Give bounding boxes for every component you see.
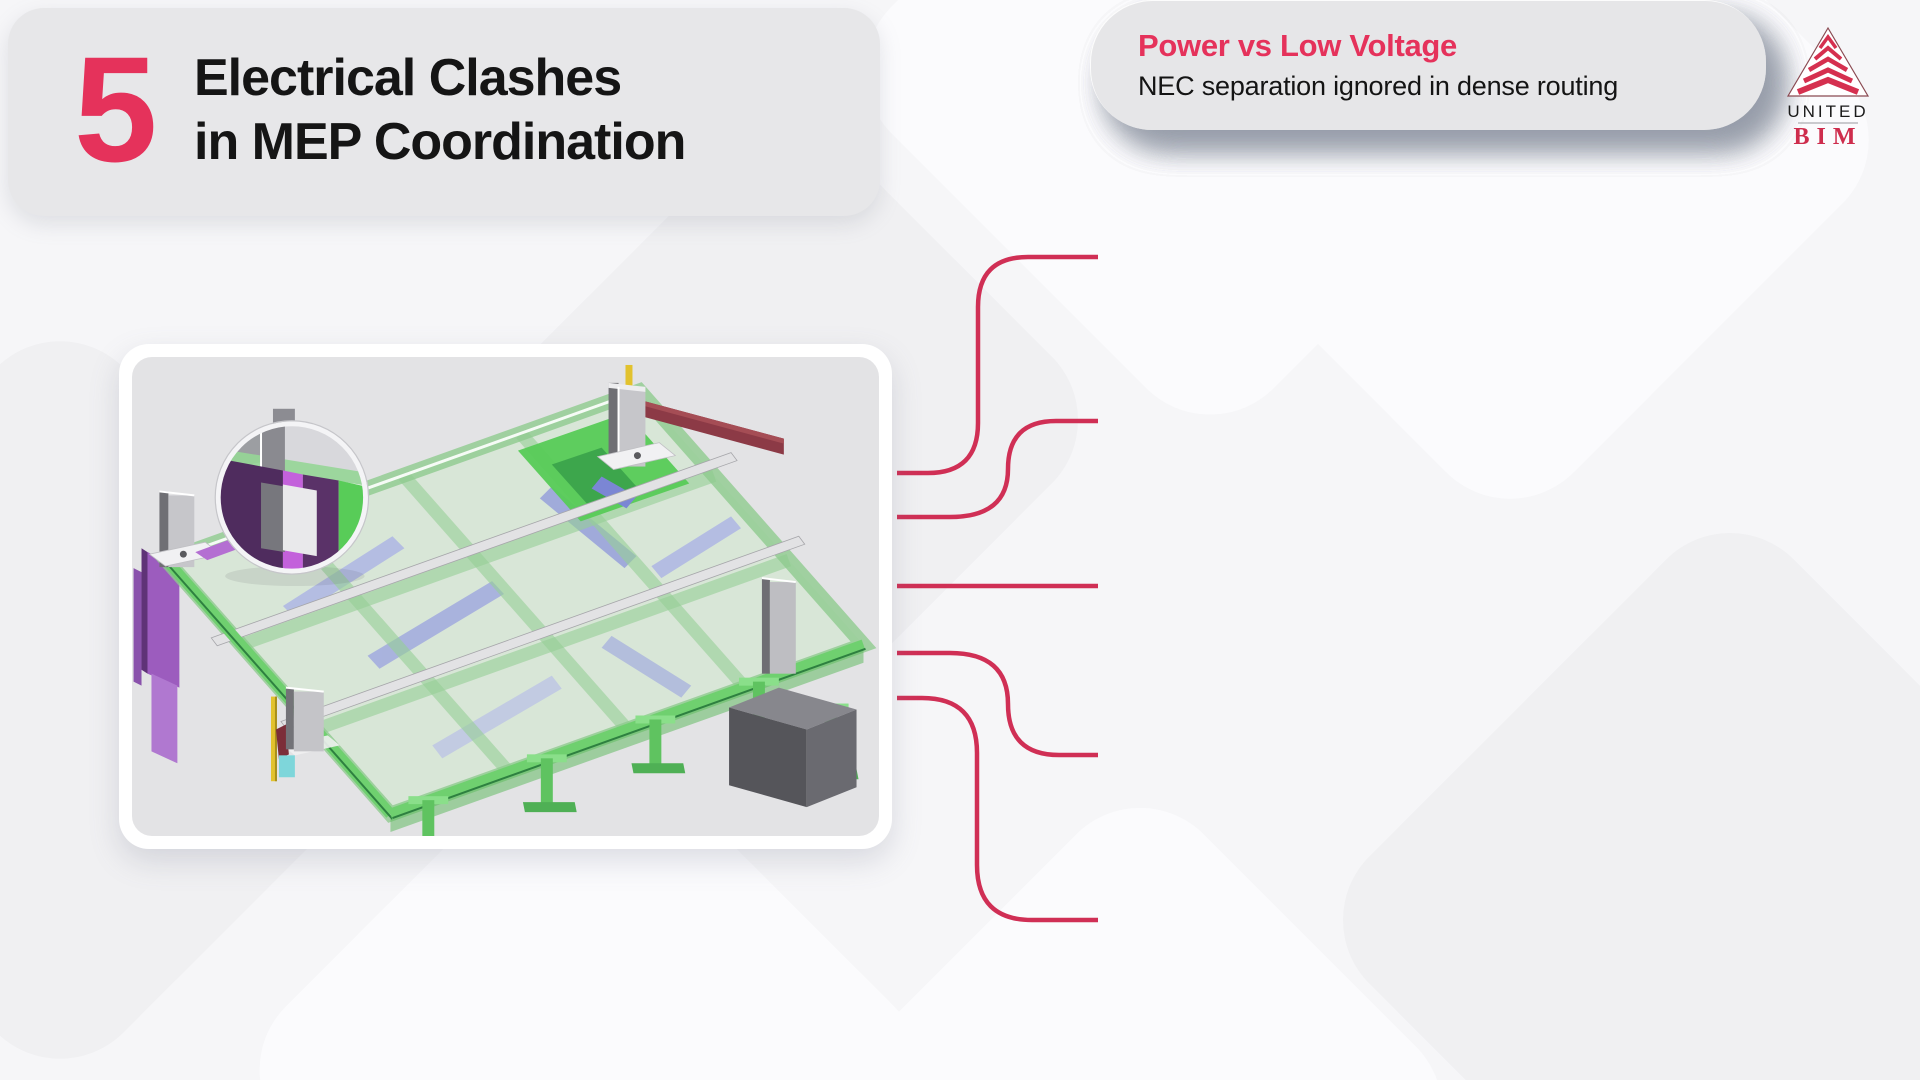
svg-text:UNITED: UNITED [1787, 102, 1868, 121]
connector-line-4 [897, 650, 1098, 758]
background-diamond [1305, 495, 1920, 1080]
model-image [132, 357, 879, 836]
page-title-line2: in MEP Coordination [194, 113, 686, 172]
pyramid-logo-icon: UNITED BIM [1786, 26, 1870, 150]
united-bim-logo: UNITED BIM [1778, 22, 1878, 152]
card-description: NEC separation ignored in dense routing [1138, 71, 1619, 101]
model-image-panel [119, 344, 892, 849]
title-panel: 5 Electrical Clashes in MEP Coordination [8, 8, 880, 216]
title-number: 5 [74, 25, 157, 193]
page-title: Electrical Clashes in MEP Coordination [194, 46, 686, 175]
page-title-line1: Electrical Clashes [194, 49, 622, 107]
svg-text:BIM: BIM [1794, 124, 1863, 150]
card-power-vs-low-voltage: Power vs Low Voltage NEC separation igno… [1090, 0, 1766, 130]
card-title: Power vs Low Voltage [1138, 28, 1458, 63]
bim-model-illustration [133, 364, 877, 836]
